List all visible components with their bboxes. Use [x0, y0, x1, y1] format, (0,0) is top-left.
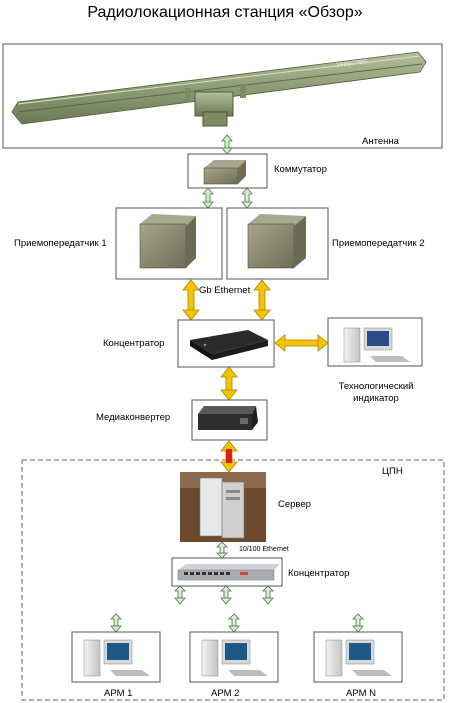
- media-converter-label: Медиаконвертер: [96, 412, 171, 423]
- ethernet-100-label: 10/100 Ethernet: [239, 546, 289, 553]
- concentrator-top-label: Концентратор: [103, 338, 165, 349]
- arrow-concentrator-down-mid: [220, 585, 232, 605]
- arrow-switch-transceiver-1: [202, 187, 214, 209]
- media-converter-image: [198, 406, 258, 430]
- arm-2-label: АРМ 2: [211, 688, 240, 699]
- concentrator-bottom-image: [177, 564, 280, 581]
- svg-text:ЗАВЕСТВО: ЗАВЕСТВО: [336, 59, 369, 69]
- arrow-arm-2: [228, 613, 240, 633]
- switch-image: [203, 160, 246, 185]
- page-title: Радиолокационная станция «Обзор»: [87, 4, 363, 21]
- cpn-dashed-frame: [21, 459, 445, 701]
- switch-label: Коммутатор: [274, 164, 327, 175]
- arrow-server-concentrator: [216, 541, 228, 559]
- arrow-antenna-switch: [221, 134, 233, 155]
- arm-1-station: [71, 631, 161, 683]
- transceiver-2-image: [247, 214, 306, 269]
- concentrator-top-image: [190, 330, 268, 360]
- arrow-arm-n: [352, 613, 364, 633]
- transceiver-1-label: Приемопередатчик 1: [14, 238, 107, 249]
- antenna-label: Антенна: [362, 136, 399, 147]
- server-image: [180, 472, 266, 542]
- arm-2-station: [189, 631, 279, 683]
- arrow-concentrator-tech-indicator: [274, 334, 329, 352]
- arrow-concentrator-down-left: [174, 585, 186, 605]
- transceiver-1-image: [139, 214, 196, 269]
- arm-n-station: [313, 631, 403, 683]
- arrow-switch-transceiver-2: [241, 187, 253, 209]
- transceiver-2-label: Приемопередатчик 2: [332, 238, 425, 249]
- antenna-image: ЗАВЕСТВО: [11, 51, 427, 127]
- gb-ethernet-label: Gb Ethernet: [199, 285, 251, 296]
- arrow-transceiver-1-concentrator: [182, 279, 200, 321]
- arrow-concentrator-media-converter: [220, 366, 238, 401]
- arm-n-label: АРМ N: [346, 688, 376, 699]
- arrow-arm-1: [110, 613, 122, 633]
- arm-1-label: АРМ 1: [104, 688, 133, 699]
- server-label: Сервер: [278, 499, 311, 510]
- arrow-concentrator-down-right: [262, 585, 274, 605]
- tech-indicator-label-line1: Технологический: [338, 381, 414, 392]
- concentrator-bottom-label: Концентратор: [288, 568, 350, 579]
- arrow-transceiver-2-concentrator: [253, 279, 271, 321]
- tech-indicator-image: [343, 327, 410, 363]
- arrow-media-converter-server: [220, 440, 238, 473]
- cpn-label: ЦПН: [382, 466, 403, 477]
- tech-indicator-label-line2: индикатор: [353, 393, 399, 404]
